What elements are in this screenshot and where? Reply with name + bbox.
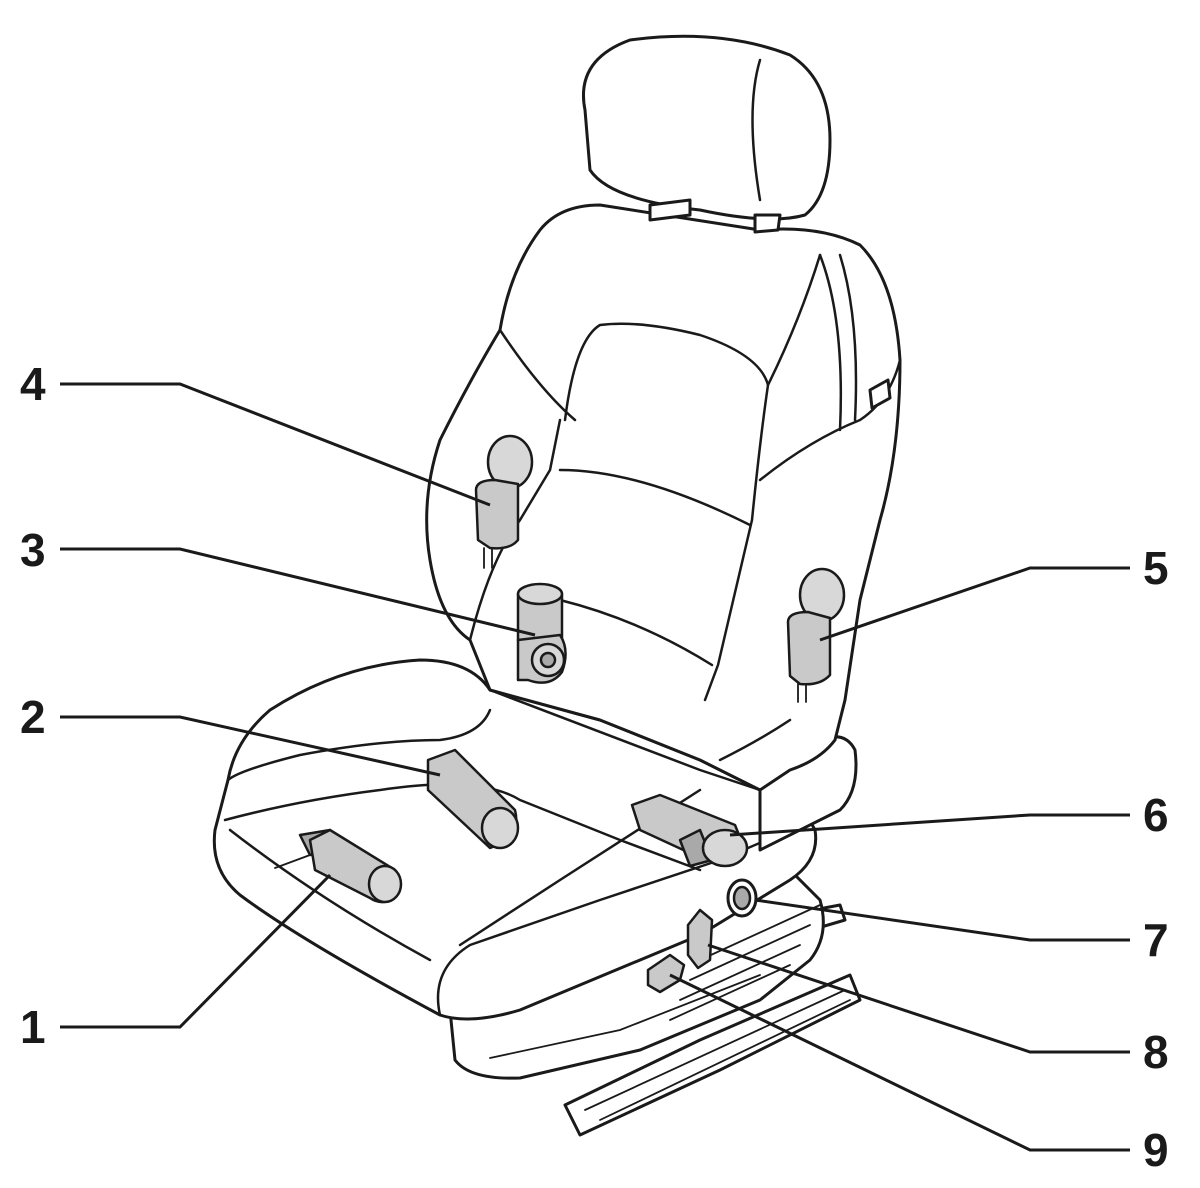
component-8-switch (686, 908, 714, 970)
component-3-motor (516, 582, 567, 684)
callout-labels: 1 2 3 4 5 6 7 8 9 (20, 358, 1169, 1176)
callout-3: 3 (20, 524, 46, 576)
callout-4: 4 (20, 358, 46, 410)
callout-1: 1 (20, 1001, 46, 1053)
leader-3 (60, 547, 536, 637)
component-5-motor (786, 567, 846, 703)
callout-2: 2 (20, 691, 46, 743)
headrest (582, 34, 832, 234)
component-1-motor (274, 828, 403, 904)
component-4-motor (474, 434, 534, 569)
component-7-switch (726, 878, 758, 918)
leader-4 (60, 382, 491, 507)
callout-8: 8 (1143, 1026, 1169, 1078)
leader-8 (707, 943, 1130, 1054)
component-2-motor (426, 748, 520, 850)
callout-9: 9 (1143, 1124, 1169, 1176)
leader-9 (669, 973, 1130, 1152)
callout-7: 7 (1143, 914, 1169, 966)
leader-7 (754, 898, 1130, 942)
leader-1 (60, 873, 332, 1029)
callout-5: 5 (1143, 542, 1169, 594)
component-6-motor (630, 793, 749, 868)
callout-6: 6 (1143, 789, 1169, 841)
leader-6 (729, 813, 1130, 837)
leader-5 (819, 566, 1130, 642)
leader-2 (60, 715, 441, 777)
leader-lines (60, 382, 1130, 1152)
